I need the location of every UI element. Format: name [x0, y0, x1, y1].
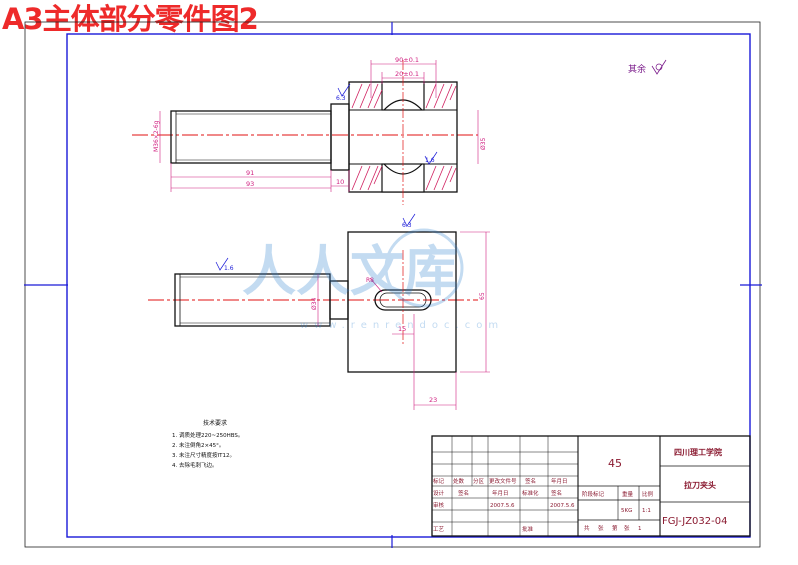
tb-process: 工艺	[433, 526, 445, 533]
tb-drawing-no: FGJ-JZ032-04	[662, 516, 727, 527]
top-view: 15 23 R8 Ø34 65 1.6 6.3	[148, 213, 490, 410]
tb-sheet-label2: 张	[624, 524, 630, 532]
tb-stage: 阶段标记	[582, 490, 605, 498]
tb-date2: 2007.5.6	[550, 503, 575, 509]
page-title: A3主体部分零件图2	[2, 2, 259, 36]
roughness-icon-front-b	[424, 151, 438, 165]
front-view: 90±0.1 20±0.1 91 93 10 M36×2-6g Ø35 6.3 …	[132, 56, 487, 205]
tb-change-doc: 更改文件号	[489, 477, 517, 485]
tb-design: 设计	[433, 489, 445, 497]
top-head	[347, 231, 457, 373]
tech-notes-title: 技术要求	[203, 419, 227, 427]
tb-zone: 分区	[473, 477, 485, 485]
tb-mark: 标记	[433, 477, 445, 485]
tb-sheet-no-label: 第	[612, 524, 618, 532]
tb-review: 审核	[433, 501, 445, 509]
tb-date1: 2007.5.6	[490, 503, 515, 509]
dim-front-thread: M36×2-6g	[153, 120, 160, 152]
watermark: 人人文库 www.renrendoc.com	[242, 228, 504, 331]
dim-front-len2: 93	[246, 180, 254, 188]
roughness-icon-front-a	[337, 83, 351, 97]
dim-front-small: 10	[336, 178, 344, 186]
tb-sheet-no: 1	[638, 526, 642, 532]
rough-top-a: 1.6	[224, 265, 234, 272]
tb-sign: 签名	[458, 489, 469, 497]
tb-sheets: 共	[584, 524, 590, 532]
roughness-icon-top-a	[215, 257, 229, 271]
dim-front-top1: 90±0.1	[395, 56, 419, 64]
tb-date-head: 年月日	[551, 477, 568, 485]
watermark-circle-icon	[384, 228, 464, 308]
tb-material: 45	[608, 457, 622, 470]
dim-top-left: Ø34	[311, 297, 318, 310]
watermark-url: www.renrendoc.com	[300, 320, 504, 331]
tb-school: 四川理工学院	[674, 447, 722, 457]
title-block: 标记 处数 分区 更改文件号 签名 年月日 设计 签名 年月日 标准化 签名 审…	[431, 435, 751, 537]
front-neck	[330, 103, 350, 171]
tech-note-4: 4. 去除毛刺飞边。	[172, 461, 218, 469]
roughness-note: 其余	[628, 63, 646, 75]
tech-notes: 技术要求 1. 调质处理220~250HBS。 2. 未注倒角2×45°。 3.…	[172, 419, 243, 469]
tech-note-2: 2. 未注倒角2×45°。	[172, 441, 224, 449]
watermark-text: 人人文库	[242, 240, 458, 303]
tb-sign-head: 签名	[525, 477, 536, 485]
dim-front-len1: 91	[246, 169, 254, 177]
dim-front-right: Ø35	[480, 137, 487, 150]
tb-sheet-label: 张	[598, 524, 604, 532]
tb-count: 处数	[453, 477, 465, 485]
tb-scale: 比例	[642, 490, 654, 498]
dim-top-r: R8	[366, 277, 374, 284]
dim-top-23: 23	[429, 396, 437, 404]
dim-top-right: 65	[479, 292, 486, 300]
dim-top-w: 15	[398, 325, 406, 333]
tb-part-name: 拉刀夹头	[684, 480, 716, 490]
tech-note-3: 3. 未注尺寸精度按IT12。	[172, 451, 235, 459]
roughness-circle-icon	[655, 63, 663, 71]
front-thread-shank	[170, 110, 332, 164]
tb-weight-val: 5KG	[621, 508, 632, 514]
tb-std: 标准化	[522, 489, 539, 497]
tb-weight: 重量	[622, 490, 634, 498]
tb-date: 年月日	[492, 489, 509, 497]
tb-scale-val: 1:1	[642, 508, 651, 514]
roughness-icon-top-b	[402, 213, 416, 227]
dim-front-top2: 20±0.1	[395, 70, 419, 78]
rough-front-a: 6.3	[336, 95, 346, 102]
roughness-symbol-icon	[651, 59, 667, 75]
tb-approve: 批准	[522, 525, 534, 533]
tb-sign2: 签名	[551, 489, 562, 497]
rough-front-b: 1.6	[425, 157, 435, 164]
tech-note-1: 1. 调质处理220~250HBS。	[172, 431, 243, 439]
